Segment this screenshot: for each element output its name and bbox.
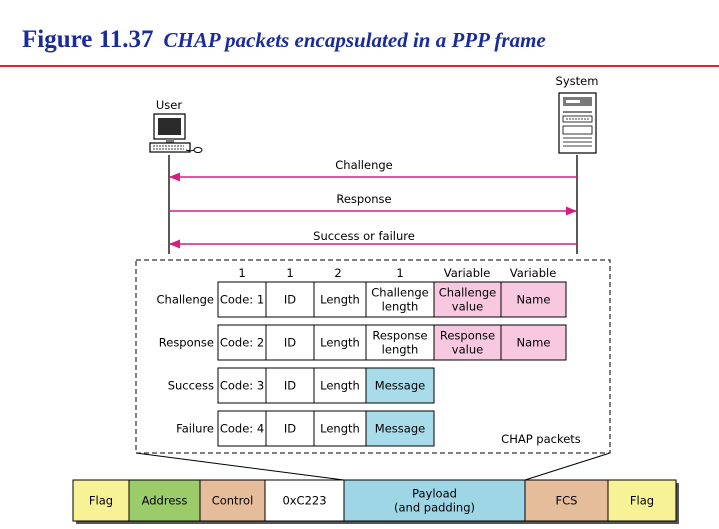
- packet-field-success-length-label: Length: [320, 379, 360, 393]
- chap-packets-label: CHAP packets: [501, 432, 581, 446]
- packet-field-challenge-length-label: Length: [320, 293, 360, 307]
- system-label: System: [556, 74, 599, 88]
- field-size-fourth: 1: [396, 266, 403, 280]
- packet-field-response-code-2-cell: [217, 324, 267, 361]
- challenge-message-label: Challenge: [335, 158, 393, 172]
- packet-field-challenge-code-1-label: Code: 1: [220, 293, 264, 307]
- frame-field-4-payload-and-padding-cell: [343, 479, 526, 522]
- field-size-length: 2: [334, 266, 341, 280]
- frame-field-2-control-cell: [199, 479, 266, 522]
- packet-field-success-id-label: ID: [284, 379, 296, 393]
- encapsulation-line-right: [524, 452, 611, 481]
- packet-row-failure: Failure Code: 4 ID Length Message: [176, 410, 435, 447]
- user-label: User: [156, 98, 182, 112]
- packet-field-challenge-name-label: Name: [517, 293, 551, 307]
- field-size-fifth: Variable: [444, 266, 491, 280]
- encapsulation-line-left: [135, 452, 345, 481]
- packet-field-response-id-cell: [265, 324, 315, 361]
- frame-field-1-address-cell: [128, 479, 201, 522]
- packet-field-failure-id-label: ID: [284, 422, 296, 436]
- figure-number: Figure 11.37: [22, 26, 154, 53]
- packet-field-response-length-cell: [313, 324, 367, 361]
- packet-field-challenge-name-cell: [500, 281, 567, 318]
- packet-field-success-message-cell: [365, 367, 435, 404]
- frame-field-4-payload-and-padding-label: Payload(and padding): [394, 486, 475, 514]
- packet-field-failure-message-cell: [365, 410, 435, 447]
- chap-packets-box: [135, 259, 611, 454]
- success-or-failure-message-label: Success or failure: [313, 229, 415, 243]
- packet-field-failure-code-4-label: Code: 4: [220, 422, 264, 436]
- packet-field-response-name-cell: [500, 324, 567, 361]
- title-rule: [0, 65, 719, 67]
- frame-field-5-fcs-label: FCS: [556, 494, 578, 508]
- frame-field-1-address-label: Address: [142, 494, 188, 508]
- field-size-code: 1: [238, 266, 245, 280]
- server-icon: [558, 92, 597, 154]
- packet-field-response-name-label: Name: [517, 336, 551, 350]
- frame-field-6-flag-label: Flag: [630, 494, 654, 508]
- packet-name-challenge: Challenge: [157, 293, 215, 307]
- packet-field-failure-message-label: Message: [375, 422, 425, 436]
- packet-field-success-code-3-cell: [217, 367, 267, 404]
- packet-field-success-code-3-label: Code: 3: [220, 379, 264, 393]
- figure-caption: CHAP packets encapsulated in a PPP frame: [163, 28, 546, 52]
- packet-row-success: Success Code: 3 ID Length Message: [168, 367, 435, 404]
- packet-name-success: Success: [168, 379, 214, 393]
- packet-field-failure-length-cell: [313, 410, 367, 447]
- packet-field-success-message-label: Message: [375, 379, 425, 393]
- frame-field-2-control-label: Control: [212, 494, 254, 508]
- packet-field-success-id-cell: [265, 367, 315, 404]
- frame-field-0-flag-label: Flag: [89, 494, 113, 508]
- field-size-sixth: Variable: [510, 266, 557, 280]
- packet-field-response-response-length-cell: [365, 324, 435, 361]
- packet-field-response-length-label: Length: [320, 336, 360, 350]
- packet-field-challenge-id-cell: [265, 281, 315, 318]
- packet-field-failure-code-4-cell: [217, 410, 267, 447]
- ppp-frame: Flag Address Control 0xC223 Payload(and padd…: [72, 479, 679, 524]
- packet-field-response-code-2-label: Code: 2: [220, 336, 264, 350]
- field-size-header: 1 1 2 1 Variable Variable: [238, 266, 556, 280]
- user-computer-icon: [149, 113, 203, 153]
- packet-field-challenge-challenge-value-cell: [433, 281, 502, 318]
- packet-field-response-response-value-cell: [433, 324, 502, 361]
- response-message-label: Response: [336, 192, 391, 206]
- figure-title: Figure 11.37 CHAP packets encapsulated in…: [22, 18, 546, 55]
- packet-field-challenge-length-cell: [313, 281, 367, 318]
- field-size-id: 1: [286, 266, 293, 280]
- packet-field-response-id-label: ID: [284, 336, 296, 350]
- frame-field-0-flag-cell: [72, 479, 130, 522]
- packet-field-failure-length-label: Length: [320, 422, 360, 436]
- packet-name-failure: Failure: [176, 422, 214, 436]
- frame-field-5-fcs-cell: [524, 479, 609, 522]
- packet-field-challenge-id-label: ID: [284, 293, 296, 307]
- packet-field-success-length-cell: [313, 367, 367, 404]
- frame-field-3-0xc223-label: 0xC223: [282, 494, 326, 508]
- packet-name-response: Response: [159, 336, 214, 350]
- packet-field-challenge-challenge-length-cell: [365, 281, 435, 318]
- frame-field-6-flag-cell: [607, 479, 677, 522]
